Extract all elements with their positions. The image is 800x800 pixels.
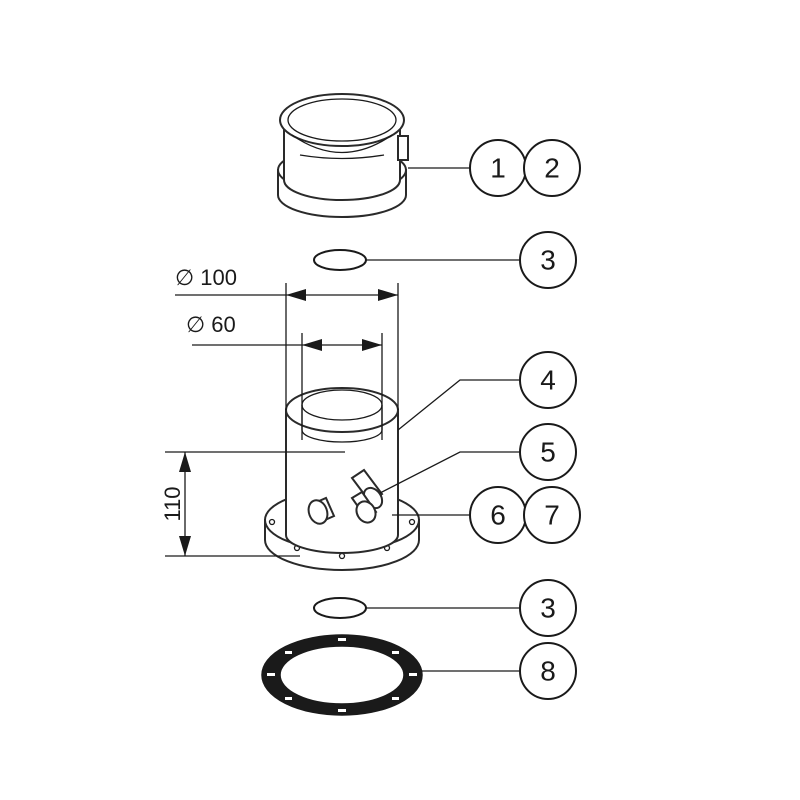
callout-5: 5 (519, 423, 577, 481)
o-ring-bottom (313, 597, 367, 619)
svg-text:6: 6 (490, 500, 506, 531)
callout-2: 2 (523, 139, 581, 197)
svg-text:1: 1 (490, 153, 506, 184)
svg-text:2: 2 (544, 153, 560, 184)
flue-adaptor-body (264, 387, 420, 571)
callout-8: 8 (519, 642, 577, 700)
svg-text:4: 4 (540, 365, 556, 396)
inner-diameter-label: ∅ 60 (186, 312, 236, 337)
dimension-outer-diameter: ∅ 100 (175, 265, 399, 410)
callout-4: 4 (519, 351, 577, 409)
o-ring-top (313, 249, 367, 271)
callout-1: 1 (469, 139, 527, 197)
test-port-lower (350, 490, 378, 524)
svg-text:7: 7 (544, 500, 560, 531)
svg-text:8: 8 (540, 656, 556, 687)
outer-diameter-label: ∅ 100 (175, 265, 237, 290)
callout-3-top: 3 (519, 231, 577, 289)
callout-7: 7 (523, 486, 581, 544)
callout-3-bottom: 3 (519, 579, 577, 637)
test-port-left (307, 496, 336, 525)
flange-gasket (261, 634, 423, 716)
svg-text:3: 3 (540, 245, 556, 276)
svg-text:3: 3 (540, 593, 556, 624)
svg-text:5: 5 (540, 437, 556, 468)
dimension-height: 110 (160, 451, 345, 557)
leader-lines (366, 167, 520, 672)
coupling-sleeve (277, 93, 409, 218)
dimension-inner-diameter: ∅ 60 (186, 312, 383, 440)
callout-6: 6 (469, 486, 527, 544)
height-label: 110 (160, 486, 185, 521)
